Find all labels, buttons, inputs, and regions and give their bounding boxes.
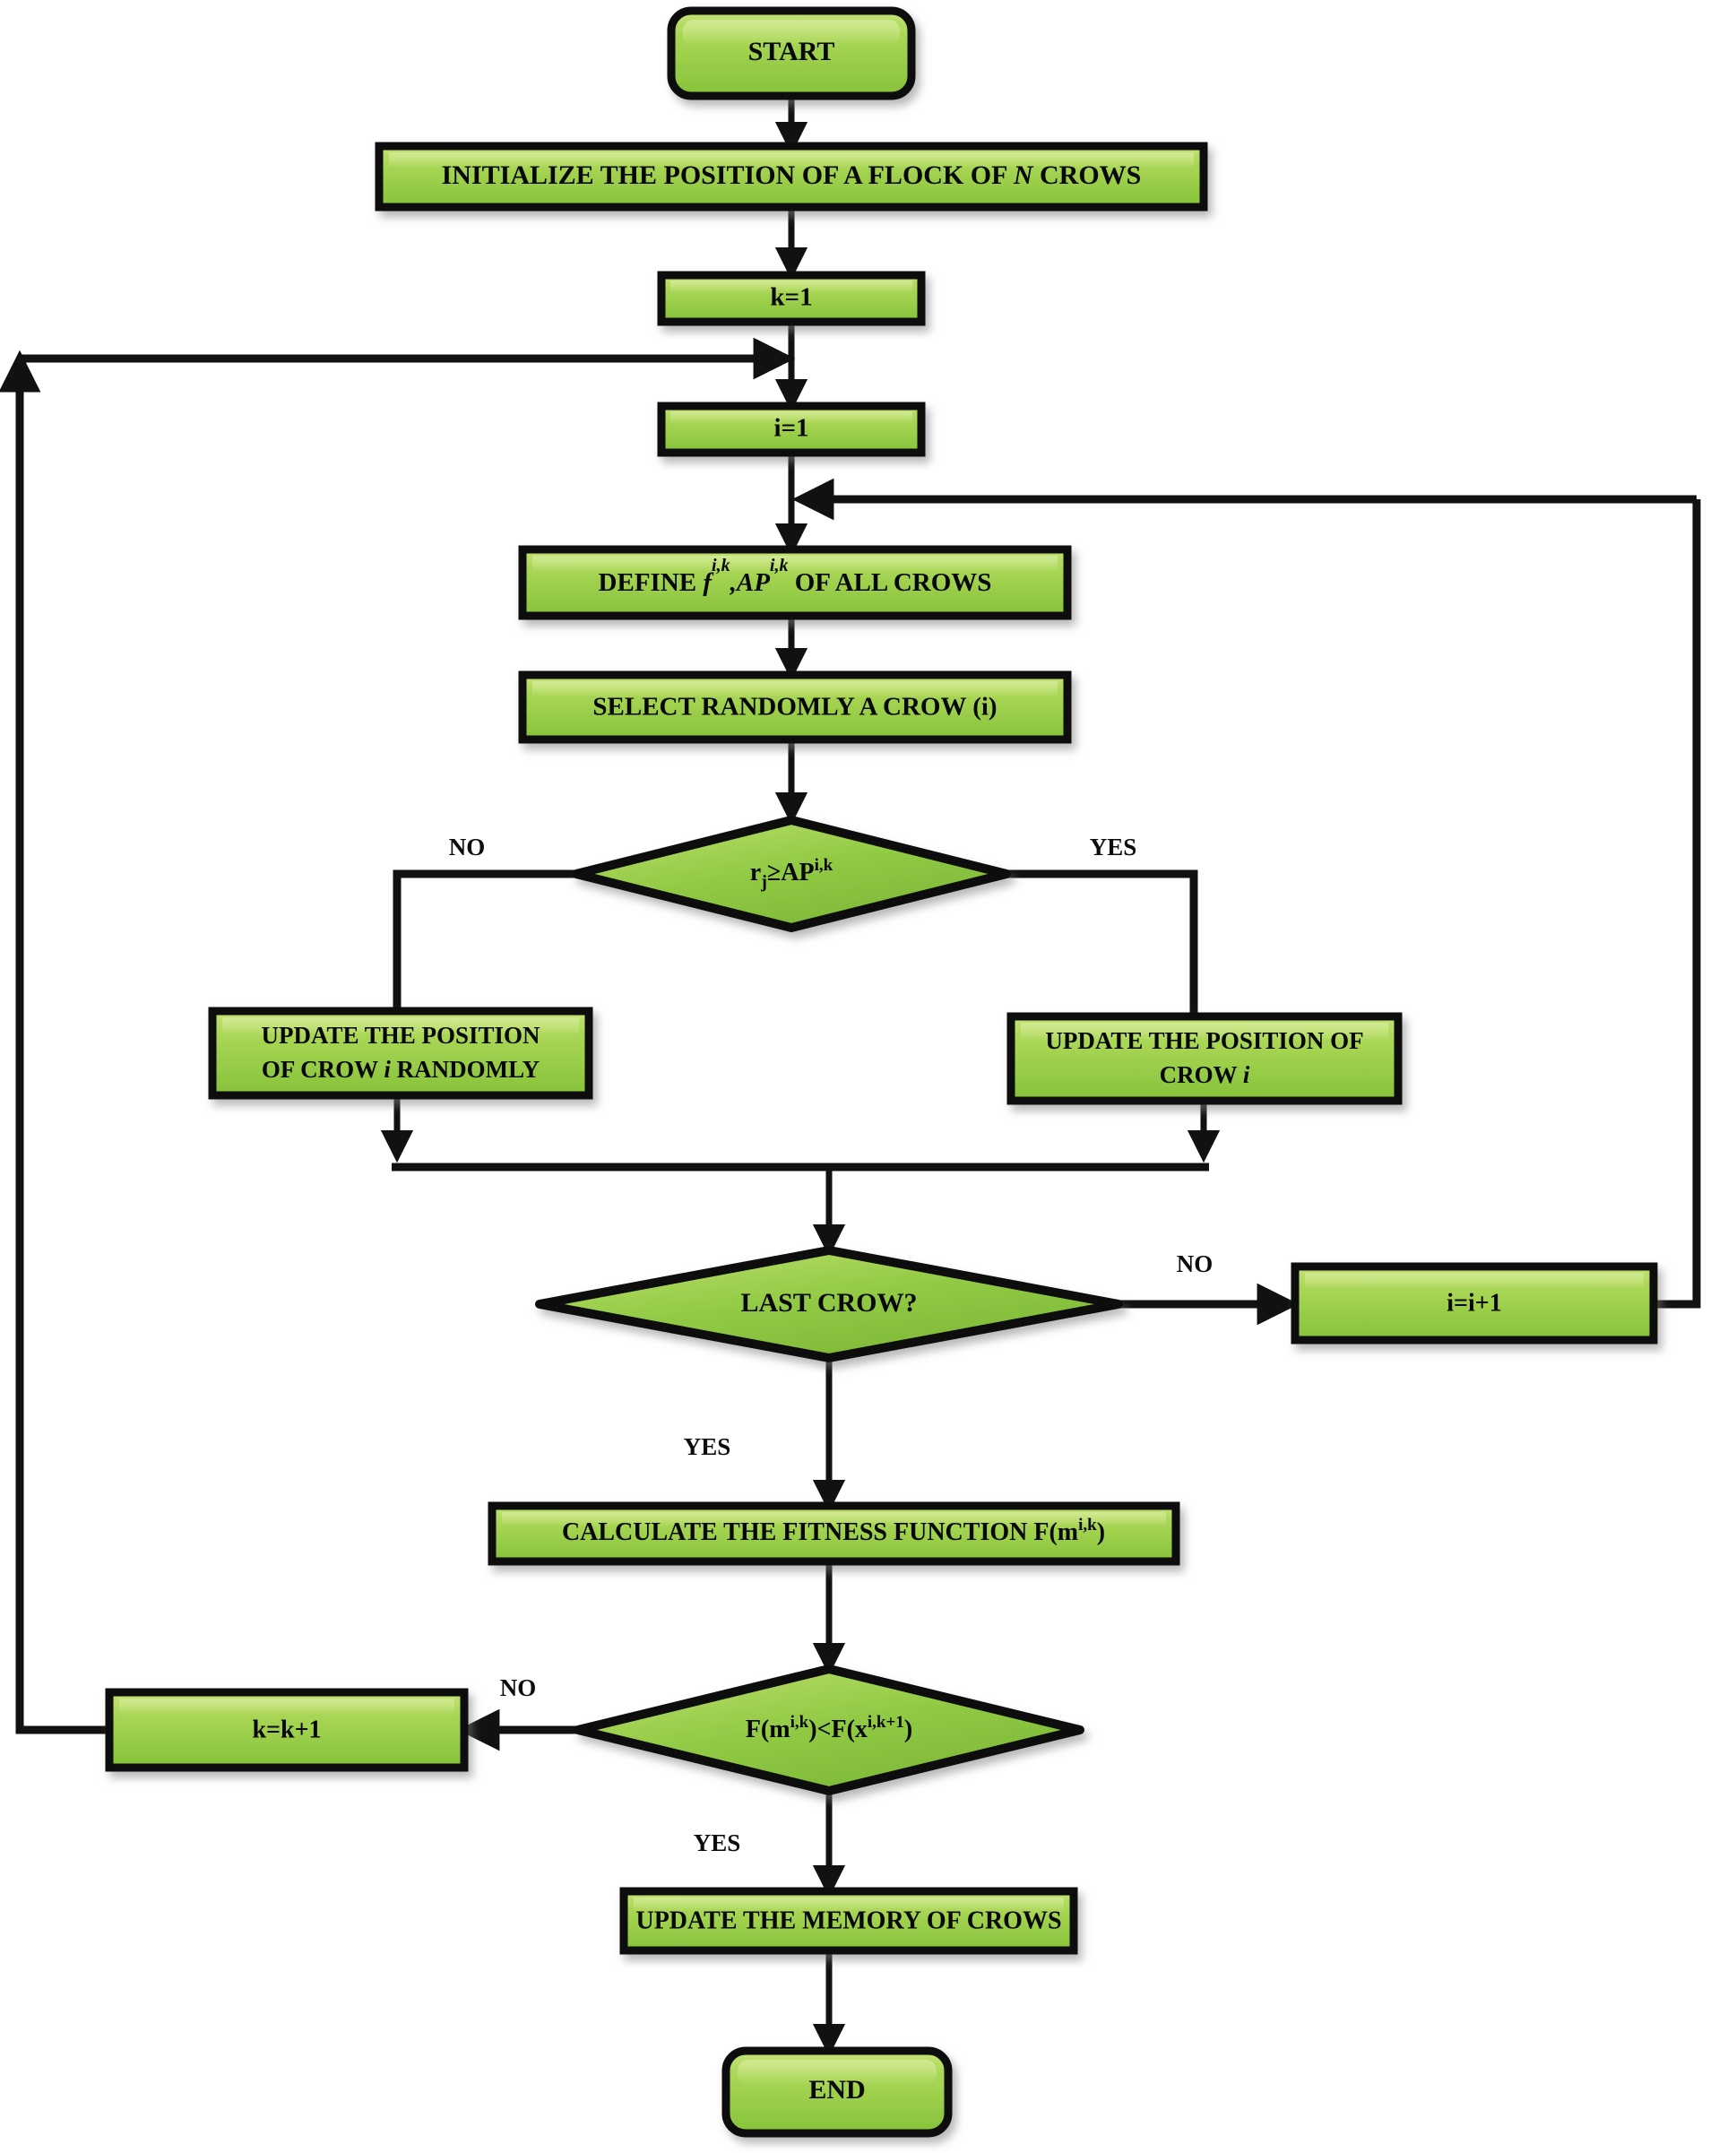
node-calculate[interactable]: CALCULATE THE FITNESS FUNCTION F(mi,k) [488,1501,1180,1566]
node-update-memory[interactable]: UPDATE THE MEMORY OF CROWS [619,1887,1078,1955]
node-i-increment-label: i=i+1 [1447,1289,1501,1317]
node-update-crow[interactable]: UPDATE THE POSITION OF CROW i [1006,1012,1403,1105]
node-fitness-compare-label: F(mi,k)<F(xi,k+1) [746,1713,912,1743]
node-end[interactable]: END [721,2046,953,2138]
node-k-increment[interactable]: k=k+1 [105,1688,469,1772]
node-k-init-label: k=1 [770,283,812,312]
label-decision-ap-yes: YES [1090,834,1137,860]
node-initialize[interactable]: INITIALIZE THE POSITION OF A FLOCK OF N … [375,142,1208,212]
node-select[interactable]: SELECT RANDOMLY A CROW (i) [518,670,1072,744]
connector-i-increment-rail-up [1654,499,1701,1309]
node-initialize-label: INITIALIZE THE POSITION OF A FLOCK OF N … [442,160,1142,190]
node-decision-ap-label: rj≥APi,k [750,856,833,891]
node-define[interactable]: DEFINE fi,k,APi,k OF ALL CROWS [518,545,1072,620]
connector-k-increment-rail-up [0,350,108,1734]
label-last-crow-yes: YES [684,1433,731,1460]
node-fitness-compare[interactable]: F(mi,k)<F(xi,k+1) [574,1664,1084,1795]
node-last-crow[interactable]: LAST CROW? [535,1246,1123,1362]
connector-decision-ap-yes [1006,869,1198,1016]
node-start-label: START [748,37,835,66]
node-i-init[interactable]: i=1 [657,402,926,457]
node-update-random-line2: OF CROW i RANDOMLY [262,1056,540,1083]
node-update-random-line1: UPDATE THE POSITION [261,1022,540,1049]
node-i-increment[interactable]: i=i+1 [1291,1262,1658,1345]
node-select-label: SELECT RANDOMLY A CROW (i) [592,693,997,722]
connector-decision-ap-no [393,869,576,1011]
label-fitness-yes: YES [694,1829,741,1856]
node-k-increment-label: k=k+1 [252,1716,321,1743]
node-update-crow-line1: UPDATE THE POSITION OF [1045,1027,1363,1054]
node-decision-ap[interactable]: rj≥APi,k [572,816,1011,932]
label-last-crow-no: NO [1177,1250,1213,1277]
label-decision-ap-no: NO [449,834,486,860]
node-end-label: END [808,2075,865,2105]
node-i-init-label: i=1 [773,414,808,443]
node-k-init[interactable]: k=1 [657,271,926,326]
node-update-crow-line2: CROW i [1160,1061,1250,1088]
node-update-random[interactable]: UPDATE THE POSITION OF CROW i RANDOMLY [208,1007,593,1100]
node-start[interactable]: START [667,6,916,100]
node-calculate-label: CALCULATE THE FITNESS FUNCTION F(mi,k) [562,1516,1105,1546]
node-last-crow-label: LAST CROW? [741,1288,918,1318]
node-update-memory-label: UPDATE THE MEMORY OF CROWS [635,1907,1061,1934]
label-fitness-no: NO [500,1674,537,1701]
